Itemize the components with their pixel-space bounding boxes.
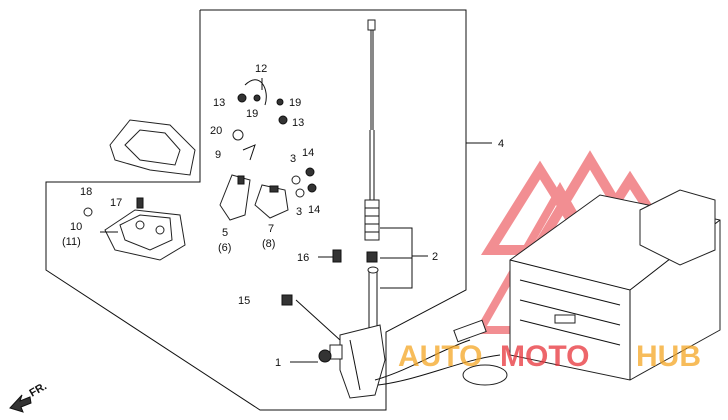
callout-17: 17 — [110, 197, 122, 209]
callout-10: 10 — [70, 221, 82, 233]
assembly-outline — [45, 9, 467, 411]
callout-19a: 19 — [246, 108, 258, 120]
front-direction-arrow — [9, 394, 32, 413]
callout-15: 15 — [238, 295, 250, 307]
callout-13a: 13 — [213, 97, 225, 109]
callout-13b: 13 — [292, 117, 304, 129]
callout-3b: 3 — [296, 206, 302, 218]
front-direction-label: FR. — [28, 380, 49, 399]
callout-6: (6) — [218, 242, 231, 254]
callout-12: 12 — [255, 63, 267, 75]
callout-2: 2 — [432, 251, 438, 263]
antenna-mast — [364, 19, 380, 330]
callout-11: (11) — [62, 236, 81, 248]
upper-bracket — [109, 119, 196, 176]
watermark-auto: AUTO — [398, 340, 482, 373]
callout-19b: 19 — [289, 97, 301, 109]
leader-lines — [100, 78, 492, 363]
callout-18: 18 — [80, 186, 92, 198]
callout-20: 20 — [210, 125, 222, 137]
callout-1: 1 — [275, 357, 281, 369]
callout-9: 9 — [215, 149, 221, 161]
callout-8: (8) — [262, 238, 275, 250]
callout-14a: 14 — [302, 147, 314, 159]
watermark-hub: HUB — [636, 340, 701, 373]
radio-unit — [509, 189, 721, 381]
bracket-assembly — [83, 197, 186, 261]
callout-5: 5 — [222, 227, 228, 239]
callout-7: 7 — [268, 223, 274, 235]
callout-14b: 14 — [308, 204, 320, 216]
callout-4: 4 — [498, 138, 504, 150]
antenna-base — [318, 319, 508, 399]
callout-3a: 3 — [290, 153, 296, 165]
switch-units — [219, 174, 289, 221]
watermark-text: AUTO MOTO HUB — [398, 340, 701, 373]
callout-16: 16 — [297, 252, 309, 264]
watermark-moto: MOTO — [500, 340, 589, 373]
